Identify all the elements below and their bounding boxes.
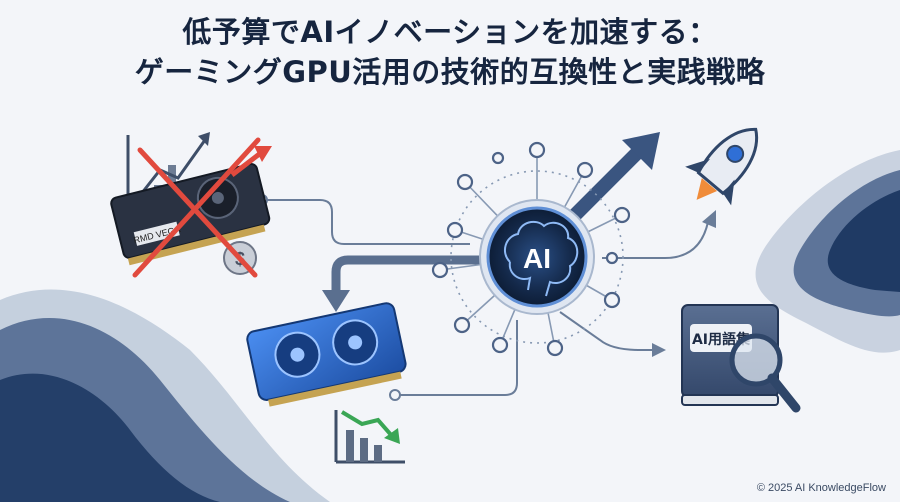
arrowhead-rocket <box>702 210 716 228</box>
node <box>613 206 631 224</box>
growth-arrow-icon <box>555 132 660 235</box>
node <box>605 251 619 265</box>
connector-gaming-gpu <box>395 320 518 396</box>
connector-gaming-gpu-dot <box>389 389 401 401</box>
expensive-gpu-group: RMD VEGA $ <box>110 132 272 278</box>
network-nodes <box>431 141 631 357</box>
cost-down-chart-icon <box>334 410 405 464</box>
connector-old-gpu <box>262 199 470 245</box>
connector-glossary <box>559 311 652 351</box>
wave-left-dark <box>0 373 220 502</box>
connector-lines <box>256 194 709 401</box>
connector-rocket <box>602 221 709 259</box>
node <box>446 221 464 239</box>
node <box>453 316 471 334</box>
feed-arrow <box>322 255 480 312</box>
node <box>456 173 474 191</box>
title-line-2: ゲーミングGPU活用の技術的互換性と実践戦略 <box>134 55 766 89</box>
ai-hub: AI <box>479 199 595 315</box>
network-ring <box>450 170 624 344</box>
page-title: 低予算でAIイノベーションを加速する： ゲーミングGPU活用の技術的互換性と実践… <box>0 12 900 92</box>
node <box>431 261 449 279</box>
background-waves <box>0 150 900 502</box>
glossary-book-icon: AI用語集 <box>681 304 779 406</box>
node <box>491 336 509 354</box>
glossary-group: AI用語集 <box>681 304 801 413</box>
title-line-1: 低予算でAIイノベーションを加速する： <box>182 15 718 49</box>
node <box>491 151 505 165</box>
gaming-gpu-group <box>246 302 407 464</box>
node <box>603 291 621 309</box>
hub-label: AI <box>523 243 551 274</box>
node <box>546 339 564 357</box>
arrowhead-glossary <box>652 343 666 357</box>
ai-brain-icon <box>503 220 579 297</box>
node <box>576 161 594 179</box>
red-rising-arrow-icon <box>230 146 272 177</box>
copyright-notice: © 2025 AI KnowledgeFlow <box>756 482 886 494</box>
wave-right-dark <box>827 190 900 292</box>
gaming-gpu-icon <box>246 302 407 407</box>
rocket-icon <box>685 127 759 206</box>
red-cross-icon <box>132 137 261 278</box>
node <box>528 141 546 159</box>
magnifier-icon <box>729 333 801 413</box>
